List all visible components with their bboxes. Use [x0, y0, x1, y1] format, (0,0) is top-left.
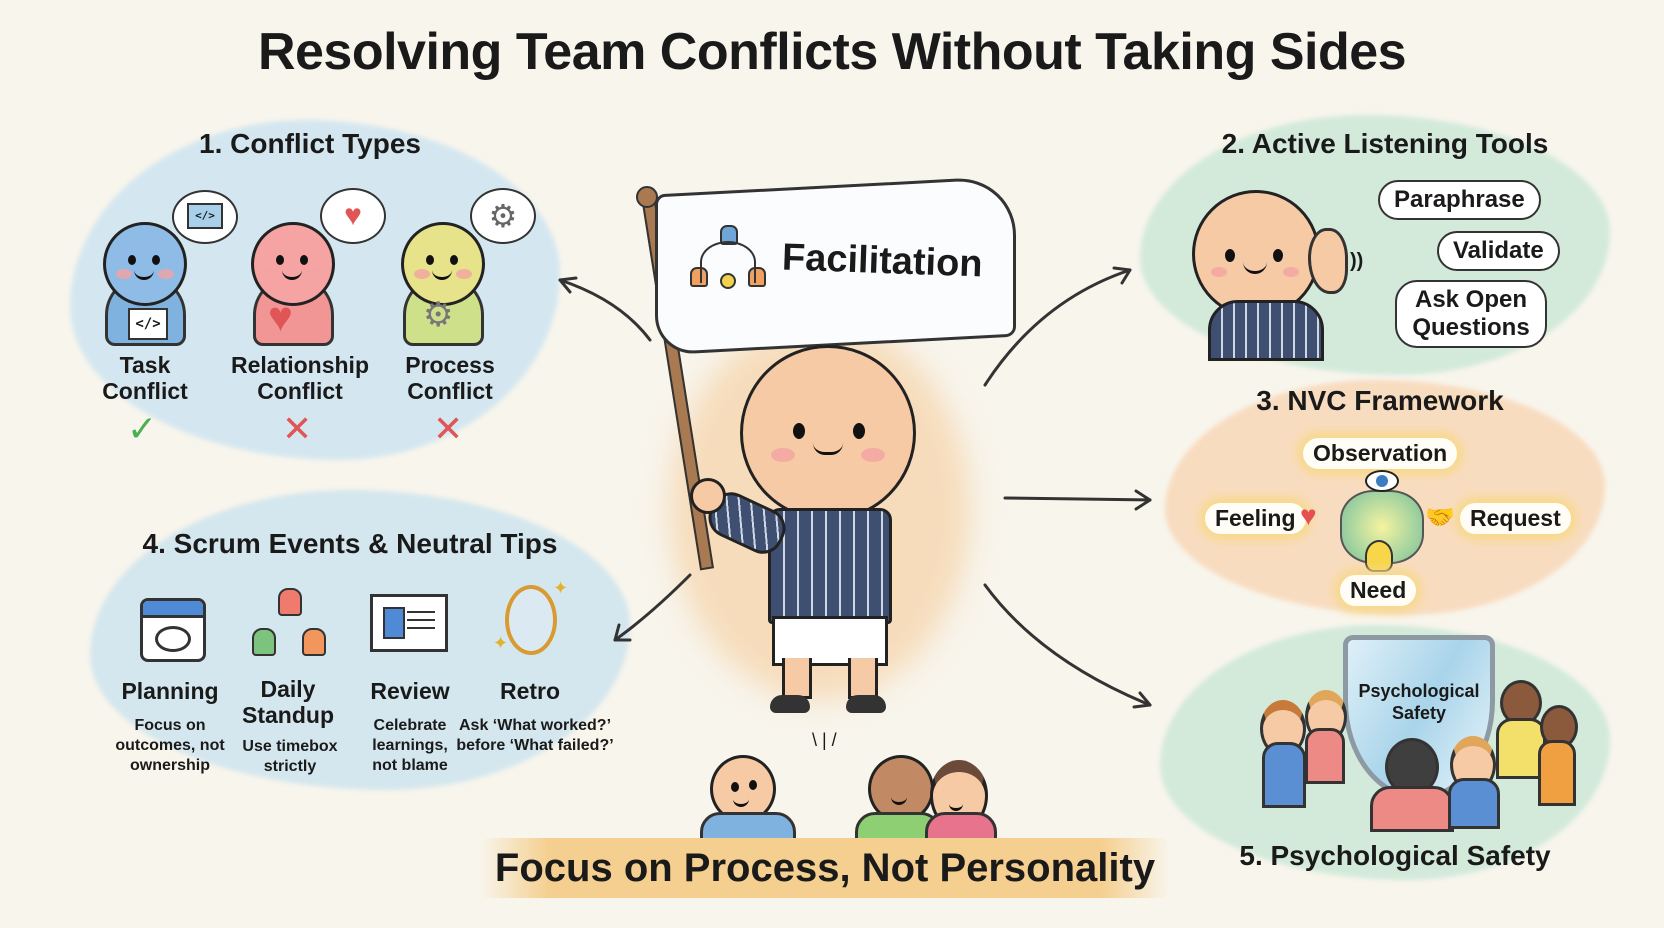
- facilitator-shirt: [768, 508, 892, 624]
- facilitator-shoe: [846, 695, 886, 713]
- thought-bubble-gear: ⚙: [470, 188, 536, 244]
- facilitator-leg: [782, 658, 812, 699]
- presentation-icon: [370, 594, 448, 652]
- review-tip: Celebrate learnings, not blame: [372, 717, 448, 774]
- calendar-icon: [140, 598, 206, 662]
- flag-label: Facilitation: [781, 236, 984, 286]
- page-title: Resolving Team Conflicts Without Taking …: [257, 23, 1407, 81]
- mirror-icon: [505, 585, 557, 655]
- team-cycle-icon: [252, 588, 326, 660]
- ear-icon: [1308, 228, 1348, 294]
- daily-standup-label: Daily Standup: [242, 676, 334, 728]
- footer-banner: Focus on Process, Not Personality: [480, 838, 1170, 898]
- validate-bubble: Validate: [1437, 231, 1560, 271]
- team-network-icon: [690, 225, 770, 295]
- facilitator-shorts: [772, 616, 888, 666]
- safety-title: 5. Psychological Safety: [1239, 840, 1551, 871]
- paraphrase-bubble: Paraphrase: [1378, 180, 1541, 220]
- listener-shirt: [1208, 300, 1324, 361]
- cross-icon: ✕: [433, 408, 464, 449]
- broken-heart-icon: ♥: [268, 293, 293, 340]
- check-icon: ✓: [127, 408, 158, 449]
- feeling-label: Feeling: [1205, 503, 1306, 534]
- request-label: Request: [1460, 503, 1571, 534]
- facilitator-head: [740, 345, 916, 521]
- cross-icon: ✕: [282, 408, 313, 449]
- eye-icon: [1365, 470, 1399, 492]
- scrum-title: 4. Scrum Events & Neutral Tips: [142, 528, 558, 559]
- gear-icon: ⚙: [423, 296, 454, 334]
- observation-label: Observation: [1303, 438, 1458, 469]
- code-icon: </>: [128, 308, 168, 340]
- sound-waves-icon: )): [1350, 250, 1364, 272]
- lightbulb-icon: [1365, 540, 1393, 572]
- sparkle-icon: ✦: [553, 578, 569, 598]
- retro-label: Retro: [499, 678, 561, 704]
- facilitator-shoe: [770, 695, 810, 713]
- facilitator-leg: [848, 658, 878, 699]
- active-listening-title: 2. Active Listening Tools: [1221, 128, 1549, 159]
- listener-head: [1192, 190, 1320, 318]
- code-icon: </>: [187, 203, 223, 229]
- facilitator-hand: [690, 478, 726, 514]
- planning-label: Planning: [121, 678, 219, 704]
- planning-tip: Focus on outcomes, not ownership: [115, 717, 225, 774]
- nvc-title: 3. NVC Framework: [1256, 385, 1504, 416]
- heart-icon: ♥: [1300, 500, 1317, 531]
- need-label: Need: [1340, 575, 1417, 606]
- handshake-icon: 🤝: [1425, 504, 1455, 531]
- sparkle-lines-icon: \ | /: [812, 730, 837, 750]
- sparkle-icon: ✦: [493, 633, 509, 653]
- daily-standup-tip: Use timebox strictly: [242, 738, 338, 775]
- conflict-types-title: 1. Conflict Types: [199, 128, 421, 159]
- ask-open-questions-bubble: Ask Open Questions: [1395, 280, 1547, 348]
- review-label: Review: [370, 678, 450, 704]
- thought-bubble-heart: ♥: [320, 188, 386, 244]
- retro-tip: Ask ‘What worked?’ before ‘What failed?’: [456, 717, 614, 754]
